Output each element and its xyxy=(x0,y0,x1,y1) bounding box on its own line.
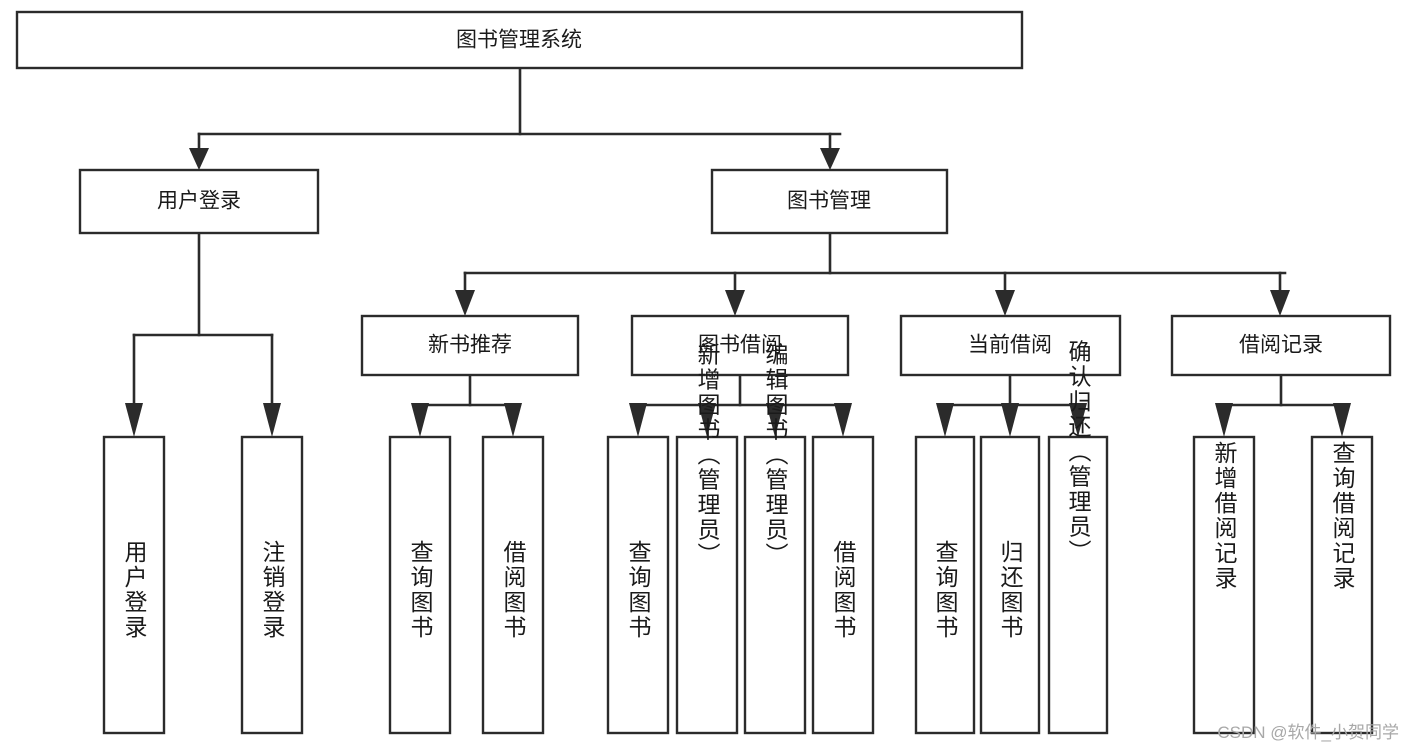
leaf-current-borrow-return-box[interactable] xyxy=(979,435,1041,735)
leaf-current-borrow-query-label: 查询图书 xyxy=(932,540,959,640)
node-borrow-record-box[interactable] xyxy=(1170,314,1392,377)
leaf-user-login-login-box[interactable] xyxy=(102,435,166,735)
connector-layer xyxy=(125,66,1351,437)
leaf-user-login-login[interactable]: 用户登录 xyxy=(102,435,166,735)
node-new-book-recommend-label: 新书推荐 xyxy=(428,334,512,357)
leaf-book-borrow-query-label: 查询图书 xyxy=(625,540,652,640)
leaf-user-login-logout-box[interactable] xyxy=(240,435,304,735)
node-current-borrow[interactable]: 当前借阅 xyxy=(899,314,1122,377)
node-current-borrow-label: 当前借阅 xyxy=(968,334,1052,357)
leaf-current-borrow-confirm-label: 确认归还（管理员） xyxy=(1065,340,1092,565)
node-borrow-record[interactable]: 借阅记录 xyxy=(1170,314,1392,377)
leaf-book-borrow-add[interactable]: 新增图书（管理员） xyxy=(675,343,739,735)
leaf-current-borrow-confirm[interactable]: 确认归还（管理员） xyxy=(1047,340,1109,735)
leaf-book-borrow-query[interactable]: 查询图书 xyxy=(606,435,670,735)
leaf-borrow-record-query-box[interactable] xyxy=(1310,435,1374,735)
arrowhead-borrowrecord-leaf2 xyxy=(1333,403,1351,437)
leaf-new-book-borrow-label: 借阅图书 xyxy=(500,540,527,640)
node-borrow-record-label: 借阅记录 xyxy=(1239,334,1323,357)
node-current-borrow-box[interactable] xyxy=(899,314,1122,377)
leaf-book-borrow-query-box[interactable] xyxy=(606,435,670,735)
node-root[interactable]: 图书管理系统 xyxy=(15,10,1024,70)
leaf-book-borrow-add-box[interactable] xyxy=(675,435,739,735)
leaf-user-login-login-label: 用户登录 xyxy=(121,540,148,640)
leaf-book-borrow-edit-label: 编辑图书（管理员） xyxy=(762,343,789,568)
arrowhead-current-borrow xyxy=(995,290,1015,316)
arrowhead-bookborrow-leaf2 xyxy=(698,403,716,437)
arrowhead-leaf-logout xyxy=(263,403,281,437)
arrowhead-book-borrow xyxy=(725,290,745,316)
arrowhead-currentborrow-leaf3 xyxy=(1069,403,1087,437)
node-user-login[interactable]: 用户登录 xyxy=(78,168,320,235)
node-book-borrow[interactable]: 图书借阅 xyxy=(630,314,850,377)
node-book-management-label: 图书管理 xyxy=(787,190,871,213)
leaf-borrow-record-query-label: 查询借阅记录 xyxy=(1329,441,1356,591)
arrowhead-bookborrow-leaf3 xyxy=(766,403,784,437)
leaf-new-book-query[interactable]: 查询图书 xyxy=(388,435,452,735)
leaf-book-borrow-borrow-label: 借阅图书 xyxy=(830,540,857,640)
leaf-current-borrow-query[interactable]: 查询图书 xyxy=(914,435,976,735)
leaf-book-borrow-borrow-box[interactable] xyxy=(811,435,875,735)
arrowhead-borrowrecord-leaf1 xyxy=(1215,403,1233,437)
leaf-book-borrow-edit[interactable]: 编辑图书（管理员） xyxy=(743,343,807,735)
leaf-user-login-logout[interactable]: 注销登录 xyxy=(240,435,304,735)
leaf-new-book-query-label: 查询图书 xyxy=(407,540,434,640)
node-book-management[interactable]: 图书管理 xyxy=(710,168,949,235)
node-book-borrow-label: 图书借阅 xyxy=(698,334,782,357)
leaf-book-borrow-edit-box[interactable] xyxy=(743,435,807,735)
leaf-new-book-borrow-box[interactable] xyxy=(481,435,545,735)
node-new-book-recommend-box[interactable] xyxy=(360,314,580,377)
arrowhead-new-book xyxy=(455,290,475,316)
leaf-current-borrow-query-box[interactable] xyxy=(914,435,976,735)
leaf-new-book-borrow[interactable]: 借阅图书 xyxy=(481,435,545,735)
leaf-current-borrow-return[interactable]: 归还图书 xyxy=(979,435,1041,735)
arrowhead-currentborrow-leaf1 xyxy=(936,403,954,437)
leaf-book-borrow-add-label: 新增图书（管理员） xyxy=(694,343,721,568)
arrowhead-currentborrow-leaf2 xyxy=(1001,403,1019,437)
node-new-book-recommend[interactable]: 新书推荐 xyxy=(360,314,580,377)
arrowhead-book-mgmt xyxy=(820,148,840,170)
leaf-book-borrow-borrow[interactable]: 借阅图书 xyxy=(811,435,875,735)
leaf-user-login-logout-label: 注销登录 xyxy=(259,540,286,640)
arrowhead-borrow-record xyxy=(1270,290,1290,316)
node-user-login-label: 用户登录 xyxy=(157,190,241,213)
arrowhead-bookborrow-leaf1 xyxy=(629,403,647,437)
leaf-borrow-record-add[interactable]: 新增借阅记录 xyxy=(1192,435,1256,735)
arrowhead-newbook-leaf1 xyxy=(411,403,429,437)
leaf-current-borrow-return-label: 归还图书 xyxy=(997,540,1024,640)
node-user-login-box[interactable] xyxy=(78,168,320,235)
node-book-management-box[interactable] xyxy=(710,168,949,235)
arrowhead-leaf-user-login xyxy=(125,403,143,437)
leaf-borrow-record-add-label: 新增借阅记录 xyxy=(1211,441,1238,591)
arrowhead-newbook-leaf2 xyxy=(504,403,522,437)
arrowhead-bookborrow-leaf4 xyxy=(834,403,852,437)
leaf-borrow-record-query[interactable]: 查询借阅记录 xyxy=(1310,435,1374,735)
node-root-box[interactable] xyxy=(15,10,1024,70)
leaf-new-book-query-box[interactable] xyxy=(388,435,452,735)
arrowhead-user-login xyxy=(189,148,209,170)
node-root-label: 图书管理系统 xyxy=(456,29,582,52)
leaf-borrow-record-add-box[interactable] xyxy=(1192,435,1256,735)
leaf-current-borrow-confirm-box[interactable] xyxy=(1047,435,1109,735)
node-book-borrow-box[interactable] xyxy=(630,314,850,377)
